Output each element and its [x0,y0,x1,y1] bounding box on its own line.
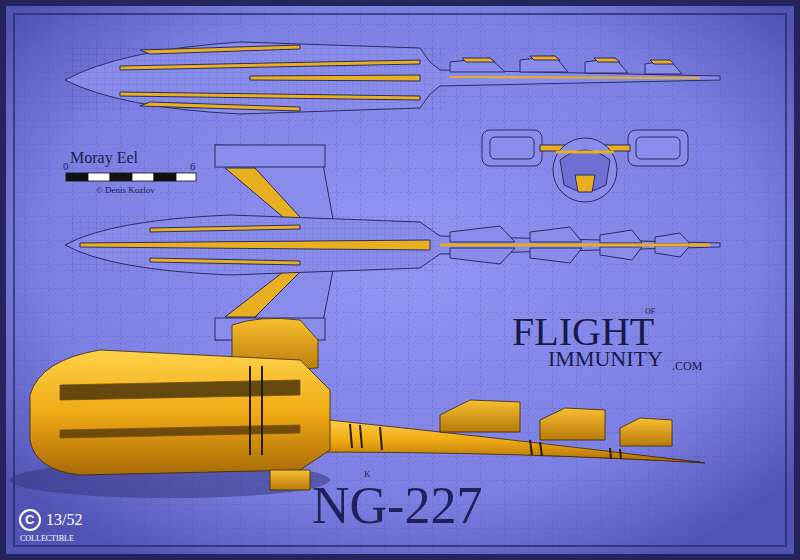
logo-word: .COM [672,360,702,372]
collectible-icon-letter: C [25,513,34,526]
collectible-number: 13/52 [46,512,82,528]
paper [6,6,794,554]
collectible-icon [20,510,40,530]
scale-number: 6 [190,161,196,172]
inner-frame [14,14,786,546]
plan-view [65,145,720,340]
ship-designation: NG-227 [312,480,482,532]
collectible-note: COLLECTIBLE [20,535,74,543]
copyright: © Denis Kozlov [96,186,155,195]
scale-number: 0 [63,161,69,172]
grid [6,6,794,554]
ship-name: Moray Eel [70,150,138,166]
front-view [482,130,688,202]
logo-word: IMMUNITY [548,348,663,370]
top-view [65,42,720,114]
logo-word: OF [645,308,655,316]
logo-word: FLIGHT [512,312,654,352]
scale-bar [66,173,196,181]
designation-mark: K [364,470,371,479]
